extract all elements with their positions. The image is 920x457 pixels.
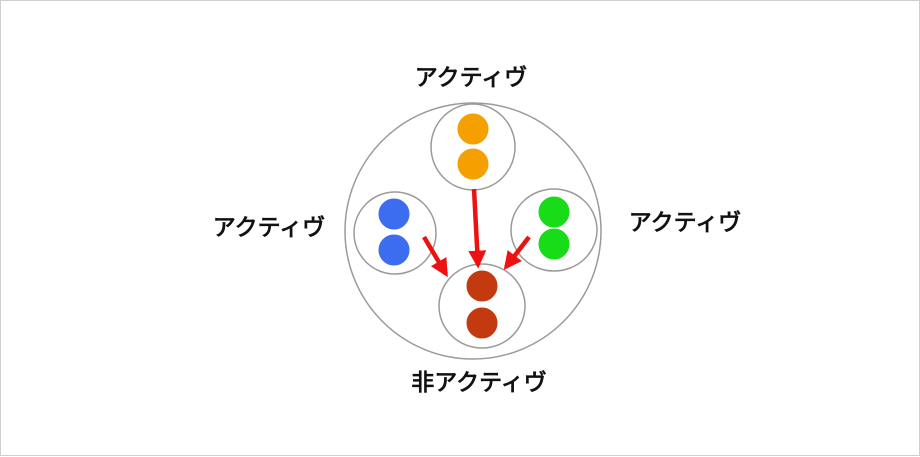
- bottom-ball-upper: [465, 269, 499, 303]
- top-ball-lower: [456, 147, 490, 181]
- label-right-active: アクティヴ: [629, 209, 741, 236]
- right-ball-lower: [537, 227, 571, 261]
- left-group-enclosure: [353, 191, 437, 275]
- top-ball-upper: [456, 112, 490, 146]
- label-top-active: アクティヴ: [415, 64, 527, 91]
- arrow-top-to-bottom: [468, 188, 487, 269]
- left-ball-lower: [377, 233, 411, 267]
- label-bottom-inactive: 非アクティヴ: [411, 369, 546, 396]
- arrow-right-to-bottom: [503, 235, 531, 270]
- bottom-ball-lower: [465, 306, 499, 340]
- outer-circle: [344, 102, 602, 360]
- left-ball-upper: [377, 197, 411, 231]
- label-left-active: アクティヴ: [213, 214, 325, 241]
- arrow-left-to-bottom: [422, 235, 448, 278]
- right-ball-upper: [537, 195, 571, 229]
